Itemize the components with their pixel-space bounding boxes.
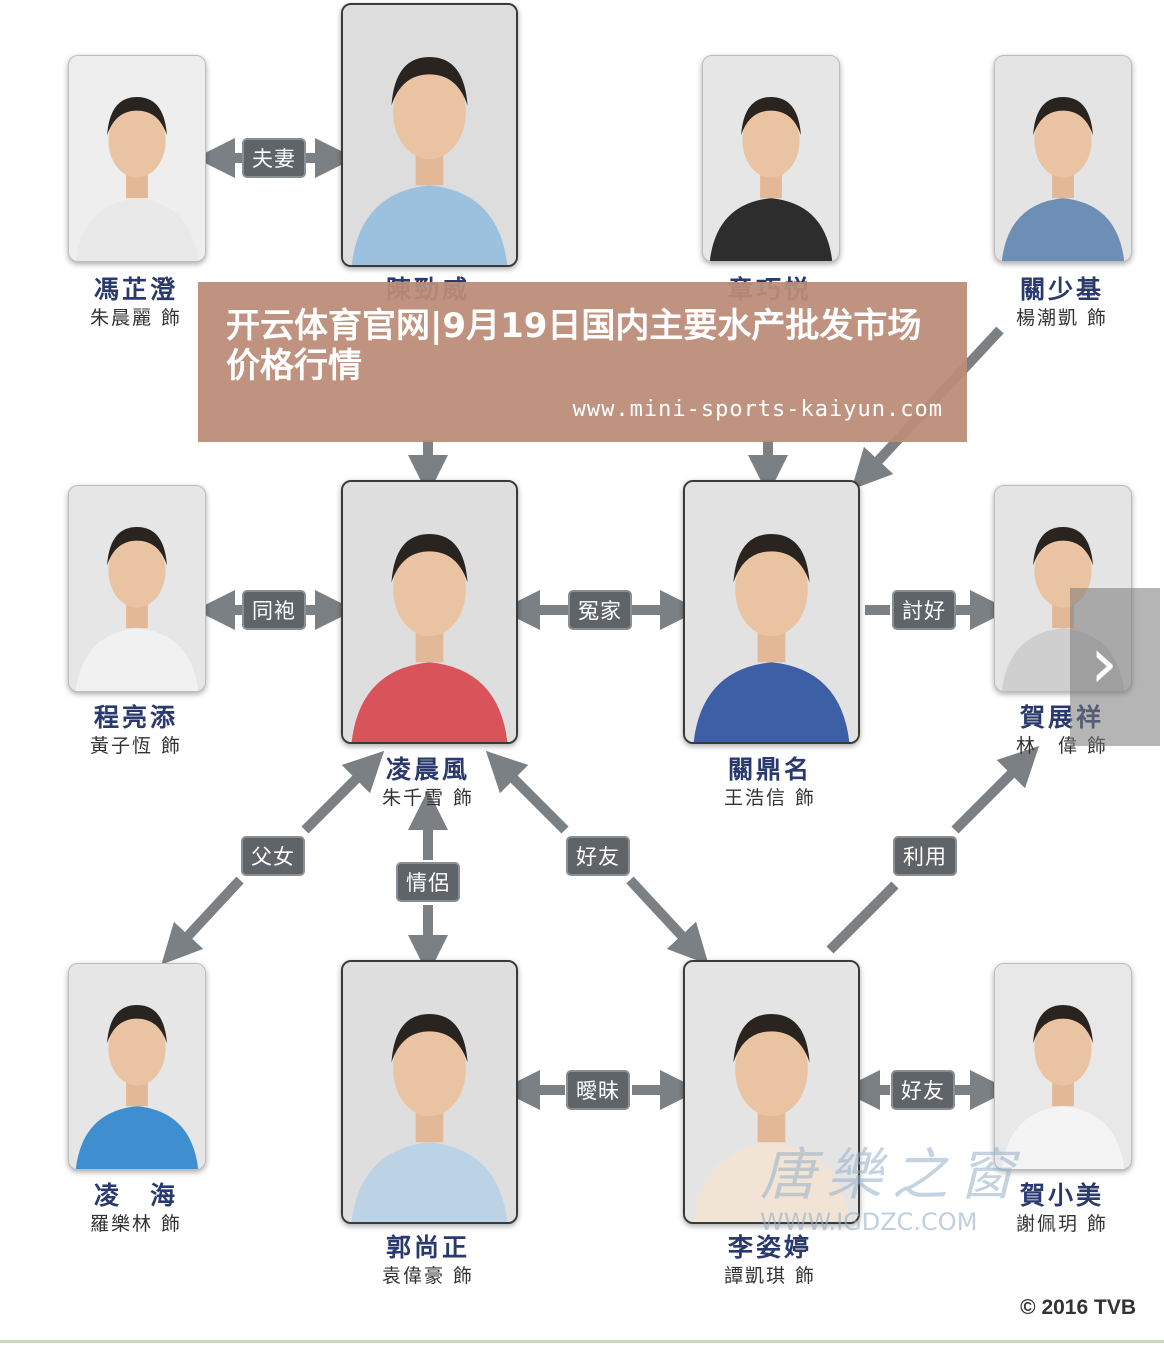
portrait-photo xyxy=(69,486,205,691)
relation-label-lovers: 情侶 xyxy=(396,862,460,902)
portrait-photo xyxy=(685,962,858,1222)
copyright: © 2016 TVB xyxy=(1020,1296,1136,1319)
character-name: 凌 海 xyxy=(93,1181,178,1210)
arrow-friends-1 xyxy=(485,750,569,834)
portrait-li-zi-ting xyxy=(683,960,860,1224)
portrait-photo xyxy=(343,5,516,265)
portrait-photo xyxy=(995,964,1131,1169)
character-name: 馮芷澄 xyxy=(93,275,178,304)
actor-name: 朱千雪 飾 xyxy=(381,787,475,809)
arrow-use xyxy=(826,881,899,954)
relation-label-enemies: 冤家 xyxy=(568,590,632,630)
relation-label-friends: 好友 xyxy=(566,836,630,876)
portrait-photo xyxy=(343,482,516,742)
portrait-photo xyxy=(703,56,839,261)
portrait-cheng-liang-tian xyxy=(68,485,206,692)
actor-name: 朱晨麗 飾 xyxy=(89,307,183,329)
arrow-use xyxy=(951,745,1040,834)
divider xyxy=(0,1340,1164,1343)
relation-label-father-daughter: 父女 xyxy=(241,836,305,876)
portrait-feng-zhi-deng xyxy=(68,55,206,262)
banner-title[interactable]: 开云体育官网|9月19日国内主要水产批发市场价格行情 xyxy=(226,306,922,386)
relation-label-colleague: 同袍 xyxy=(242,590,306,630)
portrait-photo xyxy=(69,56,205,261)
relation-label-husband-wife: 夫妻 xyxy=(242,138,306,178)
portrait-guan-ding-ming xyxy=(683,480,860,744)
next-slide-button[interactable]: › xyxy=(1070,588,1160,746)
actor-name: 楊潮凱 飾 xyxy=(1015,307,1109,329)
portrait-guan-shao-ji xyxy=(994,55,1132,262)
portrait-photo xyxy=(685,482,858,742)
relation-label-use: 利用 xyxy=(893,836,957,876)
portrait-ling-chen-feng xyxy=(341,480,518,744)
portrait-chen-jing-wei xyxy=(341,3,518,267)
actor-name: 譚凱琪 飾 xyxy=(723,1265,817,1287)
character-name: 關少基 xyxy=(1019,275,1104,304)
character-name: 凌晨風 xyxy=(385,755,470,784)
portrait-guo-shang-zheng xyxy=(341,960,518,1224)
relation-label-ambiguous: 曖昧 xyxy=(566,1070,630,1110)
article-banner[interactable]: 开云体育官网|9月19日国内主要水产批发市场价格行情 www.mini-spor… xyxy=(198,282,967,442)
actor-name: 謝佩玥 飾 xyxy=(1015,1213,1109,1235)
character-name: 關鼎名 xyxy=(727,755,812,784)
actor-name: 黃子恆 飾 xyxy=(89,735,183,757)
arrow-father-daughter xyxy=(161,876,244,965)
portrait-photo xyxy=(69,964,205,1169)
character-name: 程亮添 xyxy=(93,703,178,732)
banner-url[interactable]: www.mini-sports-kaiyun.com xyxy=(572,397,943,422)
actor-name: 王浩信 飾 xyxy=(723,787,817,809)
relation-label-friends: 好友 xyxy=(891,1070,955,1110)
portrait-he-xiao-mei xyxy=(994,963,1132,1170)
arrow-friends-1 xyxy=(626,876,709,965)
character-name: 李姿婷 xyxy=(727,1233,812,1262)
portrait-photo xyxy=(343,962,516,1222)
relation-label-flatter: 討好 xyxy=(892,590,956,630)
arrow-father-daughter xyxy=(301,750,385,834)
watermark-url: WWW.IGDZC.COM xyxy=(760,1208,978,1236)
portrait-zhang-qiao-yue xyxy=(702,55,840,262)
actor-name: 羅樂林 飾 xyxy=(89,1213,183,1235)
watermark: 唐樂之窗 xyxy=(760,1143,1024,1208)
character-name: 郭尚正 xyxy=(385,1233,470,1262)
character-name: 賀小美 xyxy=(1019,1181,1104,1210)
chevron-right-icon: › xyxy=(1090,622,1118,704)
actor-name: 袁偉豪 飾 xyxy=(381,1265,475,1287)
portrait-photo xyxy=(995,56,1131,261)
portrait-ling-hai xyxy=(68,963,206,1170)
